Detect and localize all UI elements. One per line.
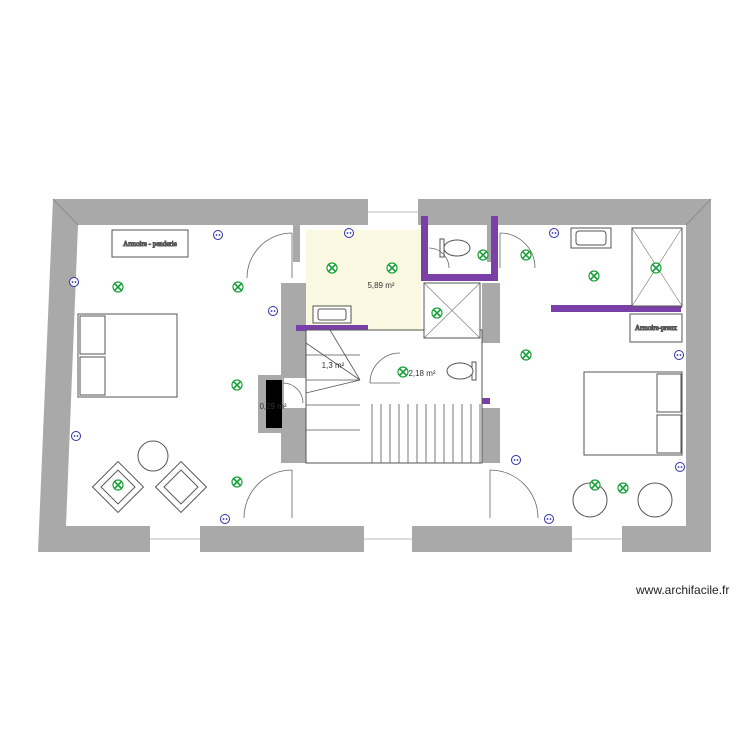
furniture: Armoire - penderie Armoire-preux bbox=[77, 229, 683, 518]
room-area-wc: 2,18 m² bbox=[408, 369, 435, 378]
power-outlet-icon bbox=[344, 228, 354, 238]
doors bbox=[243, 232, 539, 519]
armchair-right-seat bbox=[163, 469, 199, 505]
door-right-bottom bbox=[489, 469, 539, 519]
ceiling-light-icon bbox=[112, 479, 124, 491]
wardrobe-left bbox=[111, 229, 189, 258]
pouf-right bbox=[637, 482, 673, 518]
wall-joint bbox=[685, 198, 712, 226]
ceiling-light-icon bbox=[520, 349, 532, 361]
door-wc bbox=[369, 352, 401, 384]
wall-top-stub-left bbox=[293, 222, 300, 262]
room-area-top-bath: 5,89 m² bbox=[367, 281, 394, 290]
staircase bbox=[305, 329, 483, 464]
watermark: www.archifacile.fr bbox=[636, 583, 730, 597]
power-outlet-icon bbox=[71, 431, 81, 441]
toilet-icon bbox=[443, 239, 471, 257]
power-outlet-icon bbox=[220, 514, 230, 524]
interior-walls bbox=[258, 222, 500, 463]
wall-right-core-lower bbox=[482, 408, 500, 463]
stair-winder bbox=[305, 329, 361, 431]
power-outlet-icon bbox=[674, 350, 684, 360]
wall-top-stub-right bbox=[487, 222, 494, 262]
door-shower-top bbox=[428, 247, 450, 269]
door-left-bottom bbox=[243, 469, 293, 519]
wc-toilet-icon bbox=[446, 362, 474, 380]
wardrobe-left-label: Armoire - penderie bbox=[123, 240, 177, 248]
room-area-landing: 1,3 m² bbox=[322, 361, 345, 370]
wardrobe-right bbox=[629, 313, 683, 343]
room-area-closet: 0,29 m² bbox=[259, 402, 286, 411]
bed-right-pillow-top bbox=[656, 373, 682, 413]
stair-treads bbox=[371, 404, 481, 463]
wardrobe-right-label: Armoire-preux bbox=[635, 324, 677, 332]
bed-left-pillow-bottom bbox=[79, 356, 106, 396]
door-closet bbox=[282, 382, 304, 404]
ceiling-light-icon bbox=[386, 262, 398, 274]
ceiling-light-icon bbox=[232, 281, 244, 293]
sink-basin bbox=[317, 308, 347, 321]
bed-right-pillow-bottom bbox=[656, 414, 682, 454]
power-outlet-icon bbox=[544, 514, 554, 524]
door-bath-top bbox=[499, 232, 536, 269]
ceiling-light-icon bbox=[231, 476, 243, 488]
wall-left-core-lower bbox=[281, 408, 306, 463]
bed-left-pillow-top bbox=[79, 315, 106, 355]
ceiling-light-icon bbox=[112, 281, 124, 293]
ceiling-light-icon bbox=[477, 249, 489, 261]
stair-outline bbox=[305, 329, 483, 464]
round-table bbox=[137, 440, 169, 472]
partition-bath-right bbox=[421, 216, 428, 281]
partition-bedroom-shower bbox=[551, 305, 681, 312]
ceiling-light-icon bbox=[650, 262, 662, 274]
ceiling-light-icon bbox=[617, 482, 629, 494]
power-outlet-icon bbox=[213, 230, 223, 240]
power-outlet-icon bbox=[675, 462, 685, 472]
partition-wc-right bbox=[491, 216, 498, 281]
power-outlet-icon bbox=[69, 277, 79, 287]
partition-wc-top bbox=[428, 274, 494, 281]
wall-right-core-upper bbox=[482, 283, 500, 343]
shower-diagonal bbox=[423, 282, 481, 339]
pouf-left bbox=[572, 482, 608, 518]
ceiling-light-icon bbox=[326, 262, 338, 274]
outlets bbox=[69, 228, 685, 524]
ceiling-light-icon bbox=[520, 249, 532, 261]
ceiling-light-icon bbox=[397, 366, 409, 378]
power-outlet-icon bbox=[511, 455, 521, 465]
partition-bath-bottom bbox=[296, 325, 368, 331]
ceiling-light-icon bbox=[431, 307, 443, 319]
wall-joint bbox=[52, 198, 79, 226]
ceiling-light-icon bbox=[231, 379, 243, 391]
power-outlet-icon bbox=[549, 228, 559, 238]
closet-floor bbox=[266, 380, 282, 428]
ceiling-light-icon bbox=[589, 479, 601, 491]
power-outlet-icon bbox=[268, 306, 278, 316]
door-left-top bbox=[246, 232, 293, 279]
ceiling-light-icon bbox=[588, 270, 600, 282]
sink-right-basin bbox=[575, 230, 607, 246]
light-points bbox=[112, 249, 662, 494]
